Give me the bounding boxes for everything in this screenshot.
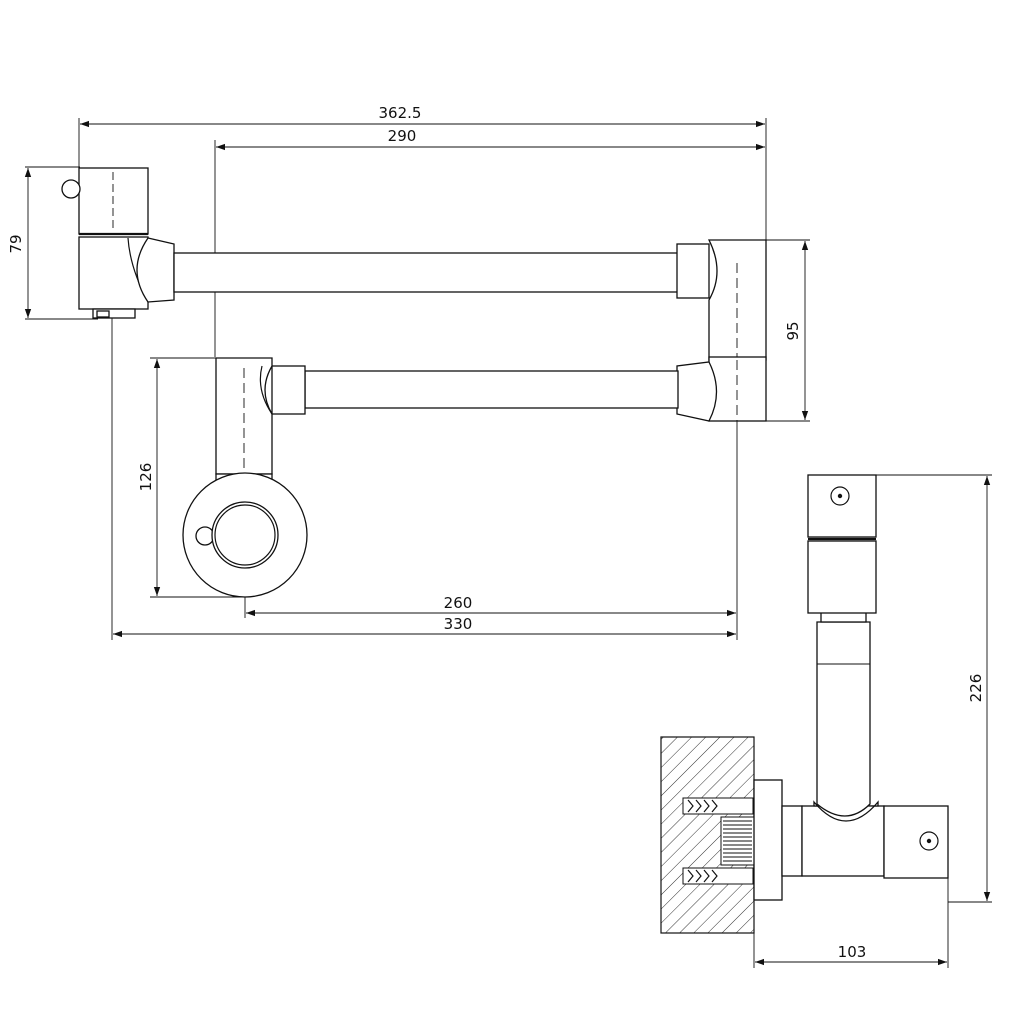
right-swivel-joint xyxy=(676,356,767,422)
upper-swing-arm xyxy=(173,239,767,361)
dim-wall-projection: 103 xyxy=(838,943,867,961)
dim-overall-length: 362.5 xyxy=(379,104,422,122)
dim-spout-reach-inner: 260 xyxy=(444,594,473,612)
side-valve-body xyxy=(801,800,949,879)
wall-flange xyxy=(753,779,803,901)
side-view: 226 103 xyxy=(660,474,992,968)
wall-section xyxy=(660,736,755,934)
spout-outlet xyxy=(182,472,308,598)
lower-swing-arm xyxy=(215,357,679,475)
extension-lines xyxy=(25,118,810,640)
side-extension-lines xyxy=(753,474,992,968)
top-view: 362.5 290 79 95 126 260 330 xyxy=(7,104,810,640)
dim-lower-arm-height: 126 xyxy=(137,463,155,492)
dim-side-height: 226 xyxy=(967,674,985,703)
dim-arm-length: 290 xyxy=(388,127,417,145)
dim-swing-depth: 95 xyxy=(784,321,802,340)
dimension-lines xyxy=(24,120,809,638)
dim-spout-reach-outer: 330 xyxy=(444,615,473,633)
dim-arm-height: 79 xyxy=(7,234,25,253)
side-riser xyxy=(807,474,877,817)
wall-mount-valve-body xyxy=(61,167,175,319)
